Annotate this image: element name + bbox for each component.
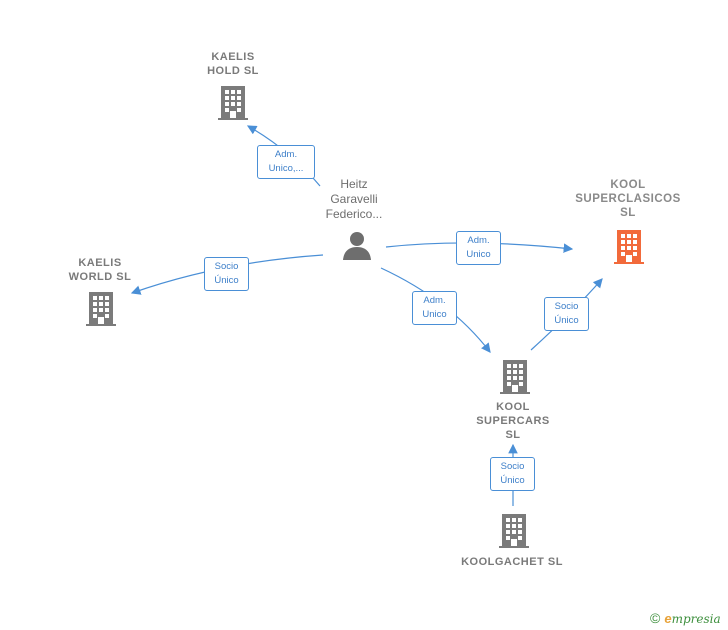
node-label-kool-supercars[interactable]: KOOL SUPERCARS SL	[476, 401, 550, 441]
building-icon-kaelis-hold[interactable]	[218, 84, 248, 120]
copyright-symbol: ©	[650, 610, 661, 626]
edge-label-to-superclasicos: Adm. Unico	[456, 231, 501, 265]
edge-label-to-supercars: Adm. Unico	[412, 291, 457, 325]
node-label-koolgachet[interactable]: KOOLGACHET SL	[461, 556, 563, 568]
node-label-person[interactable]: Heitz Garavelli Federico...	[325, 177, 383, 221]
edge-label-koolgachet-to-supercars: Socio Único	[490, 457, 535, 491]
node-label-kaelis-hold[interactable]: KAELIS HOLD SL	[207, 51, 259, 77]
building-icon-kool-supercars[interactable]	[500, 358, 530, 394]
person-icon[interactable]	[341, 230, 373, 262]
brand-name: mpresia	[671, 612, 721, 626]
edge-label-supercars-to-superclasicos: Socio Único	[544, 297, 589, 331]
empresia-logo: ©empresia	[650, 610, 721, 626]
building-icon-kaelis-world[interactable]	[86, 290, 116, 326]
brand-initial: e	[664, 611, 672, 626]
node-label-kool-superclasicos[interactable]: KOOL SUPERCLASICOS SL	[575, 179, 681, 219]
building-icon-koolgachet[interactable]	[499, 512, 529, 548]
edge-label-to-hold: Adm. Unico,...	[257, 145, 315, 179]
edge-label-to-world: Socio Único	[204, 257, 249, 291]
node-label-kaelis-world[interactable]: KAELIS WORLD SL	[68, 257, 132, 283]
building-icon-kool-superclasicos[interactable]	[614, 228, 644, 264]
